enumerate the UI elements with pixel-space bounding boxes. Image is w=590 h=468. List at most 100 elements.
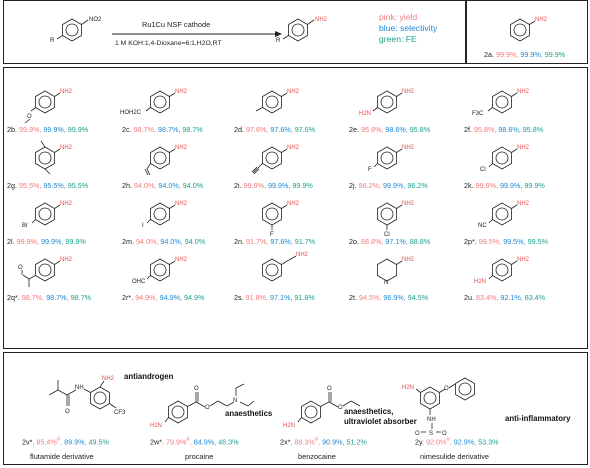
structure-2d: NH2 bbox=[255, 89, 300, 114]
fe-value: 83.4% bbox=[524, 293, 546, 302]
structure-2g: NH2 bbox=[35, 140, 73, 175]
compound-code: 2l. bbox=[7, 237, 15, 246]
fe-value: 49.5% bbox=[88, 437, 109, 447]
yield-value: 85.4% bbox=[36, 437, 57, 447]
structure-2h: NH2 bbox=[144, 145, 188, 176]
br-label: Br bbox=[22, 223, 28, 229]
s-label: S bbox=[429, 431, 433, 437]
compound-code: 2y. bbox=[415, 437, 425, 447]
product-structure: NH2 R bbox=[276, 17, 328, 44]
nh2-label: NH2 bbox=[175, 257, 188, 263]
drug-section-frame bbox=[3, 352, 588, 465]
compound-2g-values: 2g. 95.5%, 95.5%, 95.5% bbox=[7, 181, 88, 190]
compound-2h-values: 2h. 94.0%, 94.0%, 94.0% bbox=[122, 181, 203, 190]
nh-label: NH bbox=[75, 385, 84, 391]
reactant-group-label: NO2 bbox=[89, 17, 102, 23]
compound-2o-values: 2o. 88.8%, 97.1%, 88.8% bbox=[349, 237, 430, 246]
fe-value: 51.2% bbox=[346, 437, 367, 447]
drug-2x-values: 2x*. 88.3%#, 90.9%, 51.2% bbox=[280, 437, 367, 447]
compound-code: 2t. bbox=[349, 293, 357, 302]
compound-2a-values: 2a. 99.9%, 99.9%, 99.9% bbox=[484, 50, 565, 59]
h2n-label: H2N bbox=[402, 385, 414, 391]
cho-label: OHC bbox=[132, 279, 146, 285]
compound-code: 2x*. bbox=[280, 437, 293, 447]
drug-2v-activity: antiandrogen bbox=[124, 372, 174, 381]
yield-value: 99.5%, bbox=[478, 237, 502, 246]
legend: pink: yield blue: selectivity green: FE bbox=[379, 12, 437, 45]
compound-2c-values: 2c. 98.7%, 98.7%, 98.7% bbox=[122, 125, 203, 134]
selectivity-value: 99.9%, bbox=[40, 237, 64, 246]
compound-code: 2j. bbox=[349, 181, 357, 190]
yield-value: 96.2%, bbox=[358, 181, 381, 190]
reactant-r-label: R bbox=[50, 38, 55, 44]
nh2-label: NH2 bbox=[402, 257, 415, 263]
selectivity-value: 92.9%, bbox=[453, 437, 477, 447]
compound-code: 2e. bbox=[349, 125, 359, 134]
yield-mark: # bbox=[314, 437, 319, 443]
fe-value: 95.8% bbox=[409, 125, 431, 134]
compound-code: 2c. bbox=[122, 125, 132, 134]
o-label: O bbox=[18, 265, 23, 271]
cf3-label: CF3 bbox=[114, 410, 126, 416]
o-label: O bbox=[442, 431, 447, 437]
reaction-scheme-frame bbox=[3, 0, 466, 64]
compound-code: 2n. bbox=[234, 237, 244, 246]
drug-2y-name: nimesulide derivative bbox=[420, 452, 490, 461]
nh2-label: NH2 bbox=[517, 257, 530, 263]
nh2-label: NH2 bbox=[535, 17, 548, 23]
compound-code: 2b. bbox=[7, 125, 17, 134]
fe-value: 94.9% bbox=[183, 293, 205, 302]
legend-selectivity: blue: selectivity bbox=[379, 23, 438, 33]
conditions-label: 1 M KOH:1,4-Dioxane=6:1,H2O,RT bbox=[115, 40, 222, 47]
compound-2a-frame bbox=[466, 0, 588, 64]
h2n-label: H2N bbox=[150, 423, 162, 429]
cl-label: Cl bbox=[480, 167, 486, 173]
drug-2x-name: benzocaine bbox=[298, 452, 336, 461]
o-label: O bbox=[444, 386, 449, 392]
drug-2w-name: procaine bbox=[185, 452, 214, 461]
catalyst-label: Ru1Cu NSF cathode bbox=[142, 20, 210, 29]
drug-2w-activity: anaesthetics bbox=[225, 409, 273, 418]
product-group-label: NH2 bbox=[315, 17, 328, 23]
yield-value: 95.8%, bbox=[474, 125, 497, 134]
nh2-label: NH2 bbox=[402, 145, 415, 151]
structure-2x: H2N O O bbox=[283, 386, 361, 429]
nh-label: NH bbox=[427, 417, 436, 423]
legend-fe: green: FE bbox=[379, 34, 417, 44]
yield-value: 98.7%, bbox=[21, 293, 45, 302]
yield-value: 79.9% bbox=[165, 437, 187, 447]
legend-yield: pink: yield bbox=[379, 12, 418, 22]
selectivity-value: 95.5%, bbox=[43, 181, 66, 190]
compound-code: 2v*. bbox=[22, 437, 35, 447]
yield-value: 95.8%, bbox=[361, 125, 384, 134]
h2n-label: H2N bbox=[283, 423, 295, 429]
yield-value: 92.0% bbox=[426, 437, 447, 447]
selectivity-value: 97.6%, bbox=[270, 125, 293, 134]
product-r-label: R bbox=[276, 38, 281, 44]
yield-value: 99.9%, bbox=[243, 181, 266, 190]
nh2-label: NH2 bbox=[517, 89, 530, 95]
yield-value: 91.7%, bbox=[246, 237, 269, 246]
compound-code: 2g. bbox=[7, 181, 17, 190]
fe-value: 95.8% bbox=[522, 125, 544, 134]
compound-2i-values: 2i. 99.9%, 99.9%, 99.9% bbox=[234, 181, 313, 190]
nh2-label: NH2 bbox=[296, 252, 309, 258]
nh2-label: NH2 bbox=[517, 201, 530, 207]
structure-2v: NH2 NH O CF3 bbox=[48, 376, 126, 416]
compound-code: 2m. bbox=[122, 237, 134, 246]
selectivity-value: 99.9%, bbox=[267, 181, 291, 190]
yield-mark: # bbox=[186, 437, 190, 443]
nh2-label: NH2 bbox=[175, 201, 188, 207]
selectivity-value: 97.1%, bbox=[385, 237, 408, 246]
compound-2n-values: 2n. 91.7%, 97.6%, 91.7% bbox=[234, 237, 315, 246]
yield-value: 99.9%, bbox=[16, 237, 39, 246]
i-label: I bbox=[142, 223, 144, 229]
compound-2q-values: 2q*. 98.7%, 98.7%, 98.7% bbox=[7, 293, 91, 302]
